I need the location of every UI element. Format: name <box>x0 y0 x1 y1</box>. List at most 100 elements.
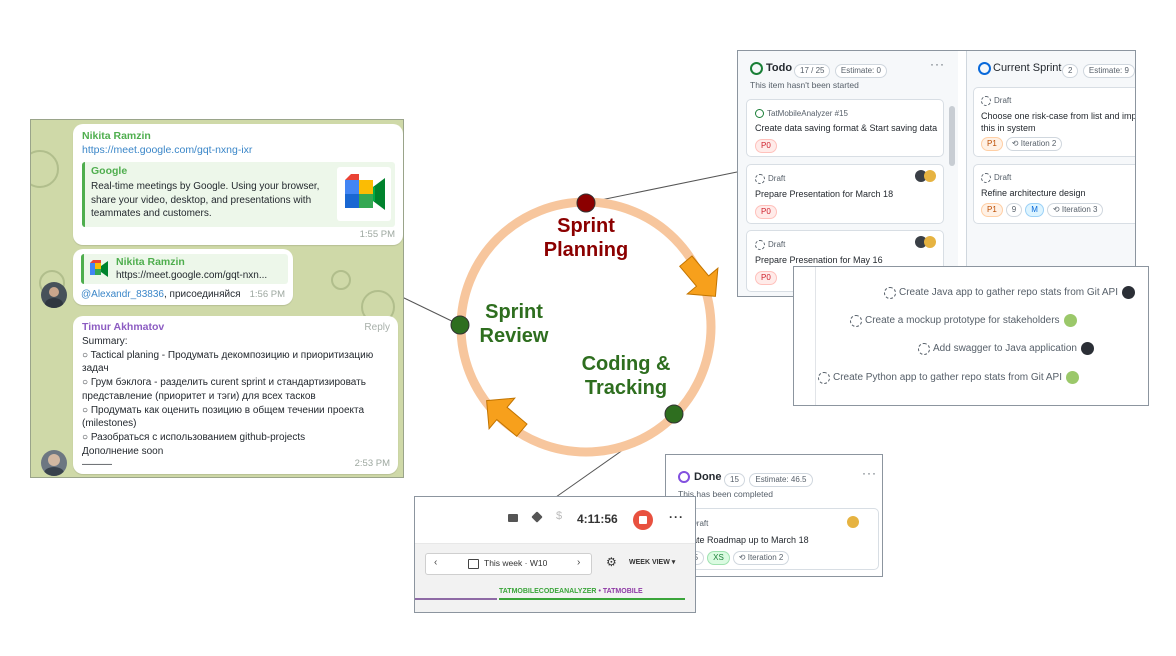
label-sprint-planning: Sprint Planning <box>528 214 644 262</box>
dollar-icon[interactable]: $ <box>556 510 563 522</box>
card-title[interactable]: Choose one risk-case from list and impl … <box>981 111 1136 133</box>
column-counts: 15 Estimate: 46.5 <box>724 471 813 489</box>
tracker-toolbar: $ 4:11:56 ··· <box>415 497 695 544</box>
progress-bar-green <box>499 598 685 600</box>
review-line1: Sprint <box>485 301 543 323</box>
reply-link[interactable]: Reply <box>364 322 390 333</box>
tracker-body: ‹ This week · W10 › ⚙ WEEK VIEW ▾ TATMOB… <box>415 544 695 612</box>
prev-week-icon[interactable]: ‹ <box>434 557 438 568</box>
progress-bar-purple <box>415 598 497 600</box>
week-selector[interactable]: ‹ This week · W10 › <box>425 553 592 575</box>
card-title[interactable]: Refine architecture design <box>981 188 1086 198</box>
iteration-text: Iteration 2 <box>1020 139 1057 148</box>
draft-icon <box>981 172 991 183</box>
task-item[interactable]: Add swagger to Java application <box>918 342 1094 355</box>
message-bubble[interactable]: Nikita Ramzin https://meet.google.com/gq… <box>73 249 293 305</box>
avatar[interactable] <box>41 450 67 476</box>
card-labels: 0.5XS⟲ Iteration 2 <box>681 551 792 565</box>
iteration-text: Iteration 3 <box>1061 205 1098 214</box>
stop-button[interactable] <box>633 510 653 530</box>
card-meta-text: Draft <box>768 174 786 183</box>
draft-icon <box>755 239 765 250</box>
user-mention[interactable]: @Alexandr_83836 <box>81 289 164 300</box>
board-card[interactable]: Draft Prepare Presentation for March 18 … <box>746 164 944 224</box>
sender-name[interactable]: Timur Akhmatov <box>82 321 165 333</box>
estimate-badge: Estimate: 46.5 <box>749 472 813 487</box>
column-title: Todo <box>766 62 793 74</box>
card-title[interactable]: date Roadmap up to March 18 <box>687 535 809 545</box>
link-preview[interactable]: Google Real-time meetings by Google. Usi… <box>82 162 395 227</box>
status-circle-icon <box>750 62 763 75</box>
stop-icon <box>639 516 647 524</box>
message-time: 1:55 PM <box>359 228 395 240</box>
task-item[interactable]: Create a mockup prototype for stakeholde… <box>850 314 1077 327</box>
priority-label: P0 <box>755 271 777 285</box>
meet-link[interactable]: https://meet.google.com/gqt-nxng-ixr <box>82 144 253 156</box>
week-view-dropdown[interactable]: WEEK VIEW ▾ <box>629 559 676 566</box>
label-coding-tracking: Coding & Tracking <box>566 352 686 400</box>
task-item[interactable]: Create Java app to gather repo stats fro… <box>884 286 1135 299</box>
avatar[interactable] <box>41 282 67 308</box>
reply-quote[interactable]: Nikita Ramzin https://meet.google.com/gq… <box>81 254 288 284</box>
quote-text: https://meet.google.com/gqt-nxn... <box>116 270 268 281</box>
summary-line: ○ Продумать как оценить позицию в общем … <box>82 404 365 430</box>
priority-label: P0 <box>755 139 777 153</box>
column-menu-icon[interactable]: ··· <box>930 57 945 71</box>
card-labels: P1⟲ Iteration 2 <box>981 137 1065 151</box>
item-count: 15 <box>724 472 745 487</box>
iteration-label: ⟲ Iteration 3 <box>1046 203 1104 217</box>
message-text: @Alexandr_83836, присоединяйся <box>81 288 241 302</box>
summary-line: Summary: <box>82 336 128 347</box>
card-title[interactable]: Prepare Presenation for May 16 <box>755 255 883 265</box>
more-menu-icon[interactable]: ··· <box>669 510 684 524</box>
planning-line1: Sprint <box>557 215 615 237</box>
priority-label: P1 <box>981 137 1003 151</box>
planning-line2: Planning <box>543 239 629 261</box>
draft-icon <box>818 371 830 384</box>
draft-icon <box>850 314 862 327</box>
arrow-planning-to-coding <box>679 255 719 297</box>
project-separator: • <box>598 588 601 595</box>
message-bubble[interactable]: Timur Akhmatov Reply Summary: ○ Tactical… <box>73 316 398 474</box>
summary-line: Дополнение soon <box>82 445 164 457</box>
item-count: 2 <box>1062 63 1079 78</box>
google-meet-icon <box>337 167 391 221</box>
assignee-avatars[interactable] <box>847 516 863 529</box>
estimate-label: 9 <box>1005 203 1023 217</box>
card-meta: Draft <box>981 95 1011 107</box>
assignee-avatars[interactable] <box>915 170 939 183</box>
week-view-label: WEEK VIEW <box>629 559 670 566</box>
estimate-badge: Estimate: 9 <box>1082 63 1135 78</box>
task-title: Create a mockup prototype for stakeholde… <box>865 315 1060 327</box>
calendar-icon <box>468 559 479 569</box>
message-body: , присоединяйся <box>164 289 241 300</box>
board-card[interactable]: Draft Choose one risk-case from list and… <box>973 87 1136 157</box>
background-doodle <box>31 150 59 188</box>
board-card[interactable]: Draft date Roadmap up to March 18 0.5XS⟲… <box>666 508 879 570</box>
column-menu-icon[interactable]: ··· <box>862 466 877 480</box>
task-item[interactable]: Create Python app to gather repo stats f… <box>818 371 1080 384</box>
card-title[interactable]: Create data saving format & Start saving… <box>755 123 938 133</box>
summary-line: ——— <box>82 459 112 471</box>
message-bubble[interactable]: Nikita Ramzin https://meet.google.com/gq… <box>73 124 403 245</box>
settings-gear-icon[interactable]: ⚙ <box>606 555 617 569</box>
tag-icon[interactable] <box>531 511 543 523</box>
draft-icon <box>884 286 896 299</box>
next-week-icon[interactable]: › <box>577 557 581 568</box>
card-labels: P0 <box>755 271 780 285</box>
summary-line: ○ Грум бэклога - разделить curent sprint… <box>82 377 366 402</box>
avatar <box>1063 314 1077 327</box>
task-title: Add swagger to Java application <box>933 343 1077 355</box>
item-count: 17 / 25 <box>794 63 831 78</box>
message-text: Summary: ○ Tactical planing - Продумать … <box>82 335 392 472</box>
draft-icon <box>755 173 765 184</box>
column-scrollbar[interactable] <box>949 106 955 166</box>
card-title[interactable]: Prepare Presentation for March 18 <box>755 189 894 199</box>
sender-name[interactable]: Nikita Ramzin <box>82 130 151 142</box>
assignee-avatars[interactable] <box>915 236 939 249</box>
draft-icon <box>981 95 991 106</box>
board-card[interactable]: TatMobileAnalyzer #15 Create data saving… <box>746 99 944 157</box>
folder-icon[interactable] <box>508 514 518 522</box>
